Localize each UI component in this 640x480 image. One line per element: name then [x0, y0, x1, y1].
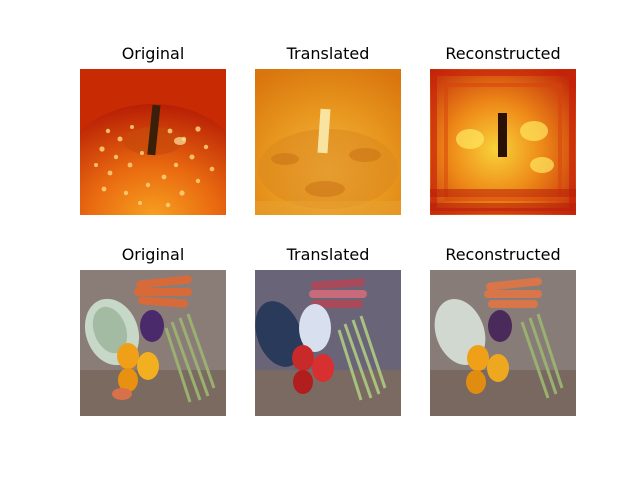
title-row1-original: Original — [121, 44, 185, 63]
image-apple-original — [80, 69, 226, 215]
image-apple-translated — [255, 69, 401, 215]
title-row2-translated: Translated — [286, 245, 370, 264]
title-row2-reconstructed: Reconstructed — [445, 245, 561, 264]
title-row1-reconstructed: Reconstructed — [445, 44, 561, 63]
image-apple-reconstructed — [430, 69, 576, 215]
image-vegetables-translated — [255, 270, 401, 416]
image-vegetables-original — [80, 270, 226, 416]
image-vegetables-reconstructed — [430, 270, 576, 416]
title-row1-translated: Translated — [286, 44, 370, 63]
title-row2-original: Original — [121, 245, 185, 264]
